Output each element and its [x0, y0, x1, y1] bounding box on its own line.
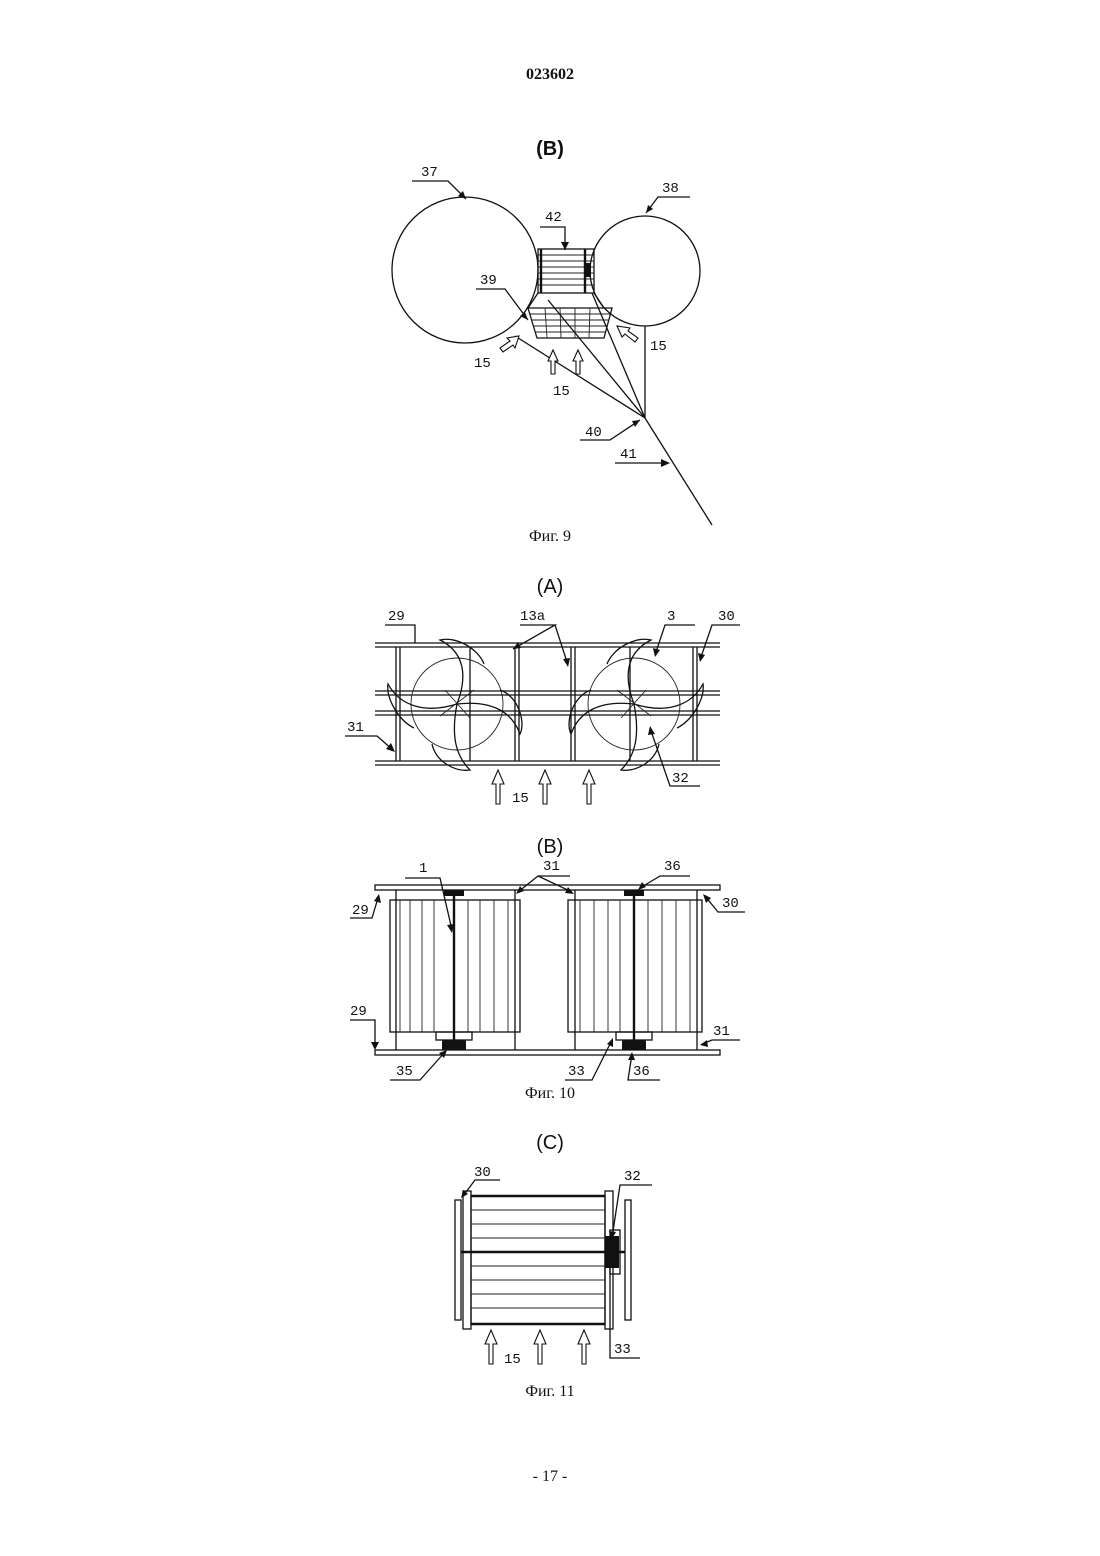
fig10a-label-29: 29 — [388, 609, 405, 625]
fig11-label-30: 30 — [474, 1165, 491, 1181]
fig10b-label-31-right: 31 — [713, 1024, 730, 1040]
fig10a-label-31: 31 — [347, 720, 364, 736]
fig9-leader-38 — [646, 197, 690, 213]
fig10a-label-32: 32 — [672, 771, 689, 787]
fig9-label-41: 41 — [620, 447, 637, 463]
fig9-circle-38 — [590, 216, 700, 326]
fig10a-label-13a: 13a — [520, 609, 545, 625]
fig10b-label-36-bot: 36 — [633, 1064, 650, 1080]
fig10a-leader-31 — [345, 736, 393, 750]
fig10a-label-3: 3 — [667, 609, 675, 625]
fig10b-label-36-top: 36 — [664, 859, 681, 875]
fig10b-label-1: 1 — [419, 861, 427, 877]
fig11-label-32: 32 — [624, 1169, 641, 1185]
fig11-drum — [461, 1196, 625, 1324]
fig11-leader-30 — [463, 1180, 500, 1196]
fig10b-leader-31-r — [702, 1040, 740, 1044]
fig10a-flow-arrows — [492, 770, 595, 804]
fig9-leader-37 — [412, 181, 466, 199]
fig10b-drum-right — [568, 890, 702, 1050]
fig9-circle-37 — [392, 197, 538, 343]
fig9-label-15-center: 15 — [553, 384, 570, 400]
fig10b-leader-29-bot — [350, 1020, 375, 1048]
fig9-line-b — [548, 300, 645, 418]
fig10a-rotor-left — [388, 639, 522, 770]
fig9-funnel-39 — [528, 293, 612, 338]
fig9-flow-arrows — [500, 326, 638, 374]
fig10a-leader-29 — [385, 625, 415, 643]
fig10-caption: Фиг. 10 — [0, 1085, 1100, 1103]
fig10a-leader-3 — [655, 625, 695, 655]
fig9-line-c — [592, 293, 645, 418]
fig9-leader-42 — [540, 227, 565, 250]
fig10b-label-29-bot: 29 — [350, 1004, 367, 1020]
fig11-label-33: 33 — [614, 1342, 631, 1358]
fig9-label-15-left: 15 — [474, 356, 491, 372]
fig11-view-label: (C) — [0, 1132, 1100, 1155]
fig9-label-15-right: 15 — [650, 339, 667, 355]
fig9-label-39: 39 — [480, 273, 497, 289]
fig10b-label-31: 31 — [543, 859, 560, 875]
fig10b-leader-1 — [405, 878, 452, 930]
page-number: - 17 - — [0, 1468, 1100, 1486]
fig10-view-a-label: (A) — [0, 576, 1100, 599]
fig11-flow-arrows — [485, 1330, 590, 1364]
fig10b-leader-36-top — [640, 876, 690, 888]
fig9-leader-39 — [476, 289, 528, 320]
fig10-view-b-label: (B) — [0, 836, 1100, 859]
fig10b-drum-left — [390, 890, 520, 1050]
fig11-label-15: 15 — [504, 1352, 521, 1368]
fig9-label-40: 40 — [585, 425, 602, 441]
fig11-caption: Фиг. 11 — [0, 1383, 1100, 1401]
fig9-line-a — [515, 336, 645, 418]
fig9-label-38: 38 — [662, 181, 679, 197]
fig10b-frame — [375, 885, 720, 1055]
fig9-label-37: 37 — [421, 165, 438, 181]
fig10a-frame — [375, 643, 720, 765]
fig10b-label-30: 30 — [722, 896, 739, 912]
fig9-label-42: 42 — [545, 210, 562, 226]
fig9-line-41 — [645, 418, 712, 525]
fig10a-label-15: 15 — [512, 791, 529, 807]
fig9-caption: Фиг. 9 — [0, 528, 1100, 546]
fig10a-rotor-right — [569, 639, 703, 770]
fig10a-label-30: 30 — [718, 609, 735, 625]
fig10b-label-35: 35 — [396, 1064, 413, 1080]
fig10b-label-33: 33 — [568, 1064, 585, 1080]
fig10b-label-29-top: 29 — [352, 903, 369, 919]
fig9-drum-42 — [538, 249, 594, 293]
